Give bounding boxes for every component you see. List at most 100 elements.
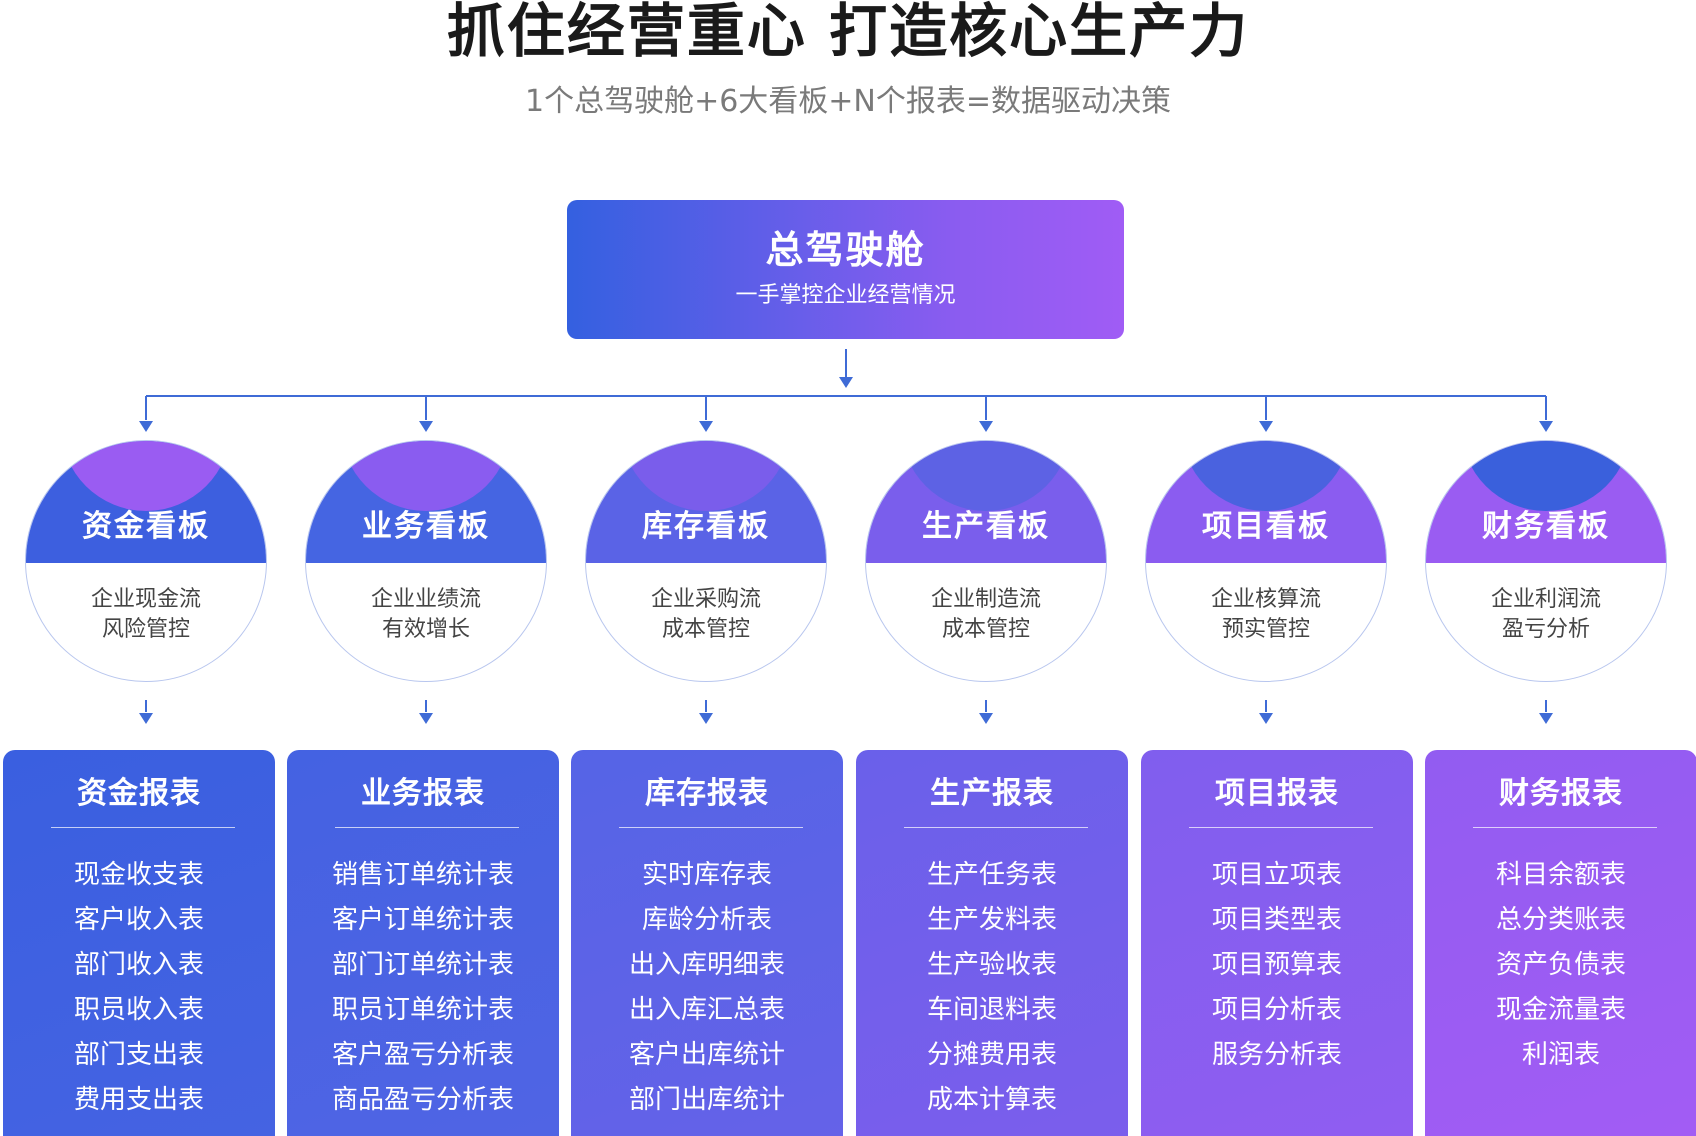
board-desc-line: 企业现金流 [90,587,201,612]
report-list: 实时库存表库龄分析表出入库明细表出入库汇总表客户出库统计部门出库统计 [571,853,843,1123]
report-item: 库龄分析表 [641,905,772,935]
report-panel-1: 资金报表现金收支表客户收入表部门收入表职员收入表部门支出表费用支出表 [3,750,275,1136]
report-panel-4: 生产报表生产任务表生产发料表生产验收表车间退料表分摊费用表成本计算表 [856,750,1128,1136]
report-divider [904,827,1088,828]
report-item: 生产发料表 [926,905,1057,935]
board-desc-line: 成本管控 [941,617,1030,642]
board-drop-arrow [419,421,433,432]
report-title: 财务报表 [1499,776,1623,811]
report-divider [1473,827,1657,828]
report-title: 项目报表 [1215,776,1339,811]
report-item: 实时库存表 [641,860,772,890]
board-cap [61,441,231,511]
board-header [26,441,266,563]
report-list: 生产任务表生产发料表生产验收表车间退料表分摊费用表成本计算表 [856,853,1128,1123]
board-header [306,441,546,563]
report-item: 资产负债表 [1495,950,1626,980]
board-3: 库存看板企业采购流成本管控 [585,440,827,682]
board-header [866,441,1106,563]
board-desc-line: 盈亏分析 [1501,617,1590,642]
report-item: 分摊费用表 [926,1040,1057,1070]
board-desc-line: 有效增长 [381,617,470,642]
cockpit-title: 总驾驶舱 [765,228,926,272]
report-item: 部门收入表 [73,950,204,980]
report-drop-arrow [139,713,153,724]
board-header [586,441,826,563]
board-cap [1181,441,1351,511]
board-6: 财务看板企业利润流盈亏分析 [1425,440,1667,682]
report-item: 职员收入表 [73,995,204,1025]
report-item: 客户出库统计 [628,1040,785,1070]
board-header [1146,441,1386,563]
report-list: 销售订单统计表客户订单统计表部门订单统计表职员订单统计表客户盈亏分析表商品盈亏分… [287,853,559,1123]
report-panel-5: 项目报表项目立项表项目类型表项目预算表项目分析表服务分析表 [1141,750,1413,1136]
report-divider [619,827,803,828]
report-item: 现金流量表 [1495,995,1626,1025]
report-divider [335,827,519,828]
report-item: 成本计算表 [926,1085,1057,1115]
report-item: 利润表 [1521,1040,1600,1070]
cockpit-box: 总驾驶舱 一手掌控企业经营情况 [567,200,1124,339]
report-title: 库存报表 [645,776,769,811]
board-description: 企业核算流预实管控 [1146,585,1386,645]
board-desc-line: 企业核算流 [1210,587,1321,612]
report-item: 部门订单统计表 [331,950,514,980]
board-drop-arrow [699,421,713,432]
report-drop-arrow [419,713,433,724]
board-desc-line: 企业制造流 [930,587,1041,612]
report-item: 项目立项表 [1211,860,1342,890]
board-drop-arrow [1539,421,1553,432]
board-title: 业务看板 [362,509,490,544]
report-item: 车间退料表 [926,995,1057,1025]
board-4: 生产看板企业制造流成本管控 [865,440,1107,682]
report-item: 科目余额表 [1495,860,1626,890]
board-desc-line: 成本管控 [661,617,750,642]
board-title: 库存看板 [642,509,770,544]
board-cap [1461,441,1631,511]
report-drop-arrow [699,713,713,724]
page-title: 抓住经营重心 打造核心生产力 [446,0,1250,65]
board-drop-arrow [979,421,993,432]
board-desc-line: 企业业绩流 [370,587,481,612]
report-title: 资金报表 [77,776,201,811]
board-description: 企业业绩流有效增长 [306,585,546,645]
report-item: 出入库明细表 [628,950,785,980]
report-panel-3: 库存报表实时库存表库龄分析表出入库明细表出入库汇总表客户出库统计部门出库统计 [571,750,843,1136]
board-cap [341,441,511,511]
board-title: 财务看板 [1482,509,1610,544]
report-item: 销售订单统计表 [331,860,514,890]
report-item: 出入库汇总表 [628,995,785,1025]
board-desc-line: 企业利润流 [1490,587,1601,612]
report-title: 业务报表 [361,776,485,811]
report-item: 客户盈亏分析表 [331,1040,514,1070]
report-item: 生产任务表 [926,860,1057,890]
report-item: 总分类账表 [1495,905,1626,935]
report-divider [1189,827,1373,828]
report-list: 科目余额表总分类账表资产负债表现金流量表利润表 [1425,853,1696,1078]
board-title: 项目看板 [1202,509,1330,544]
report-title: 生产报表 [930,776,1054,811]
report-drop-arrow [1539,713,1553,724]
cockpit-down-arrow [839,377,853,388]
board-desc-line: 风险管控 [101,617,190,642]
page-subtitle: 1个总驾驶舱+6大看板+N个报表=数据驱动决策 [524,84,1172,119]
board-cap [621,441,791,511]
board-2: 业务看板企业业绩流有效增长 [305,440,547,682]
board-drop-arrow [139,421,153,432]
board-1: 资金看板企业现金流风险管控 [25,440,267,682]
report-item: 客户订单统计表 [331,905,514,935]
report-list: 现金收支表客户收入表部门收入表职员收入表部门支出表费用支出表 [3,853,275,1123]
report-item: 客户收入表 [73,905,204,935]
board-header [1426,441,1666,563]
report-item: 项目分析表 [1211,995,1342,1025]
board-title: 资金看板 [82,509,210,544]
report-item: 商品盈亏分析表 [331,1085,514,1115]
report-item: 项目类型表 [1211,905,1342,935]
report-item: 生产验收表 [926,950,1057,980]
report-drop-arrow [1259,713,1273,724]
report-item: 部门出库统计 [628,1085,785,1115]
report-item: 服务分析表 [1211,1040,1342,1070]
report-item: 部门支出表 [73,1040,204,1070]
board-cap [901,441,1071,511]
board-description: 企业制造流成本管控 [866,585,1106,645]
